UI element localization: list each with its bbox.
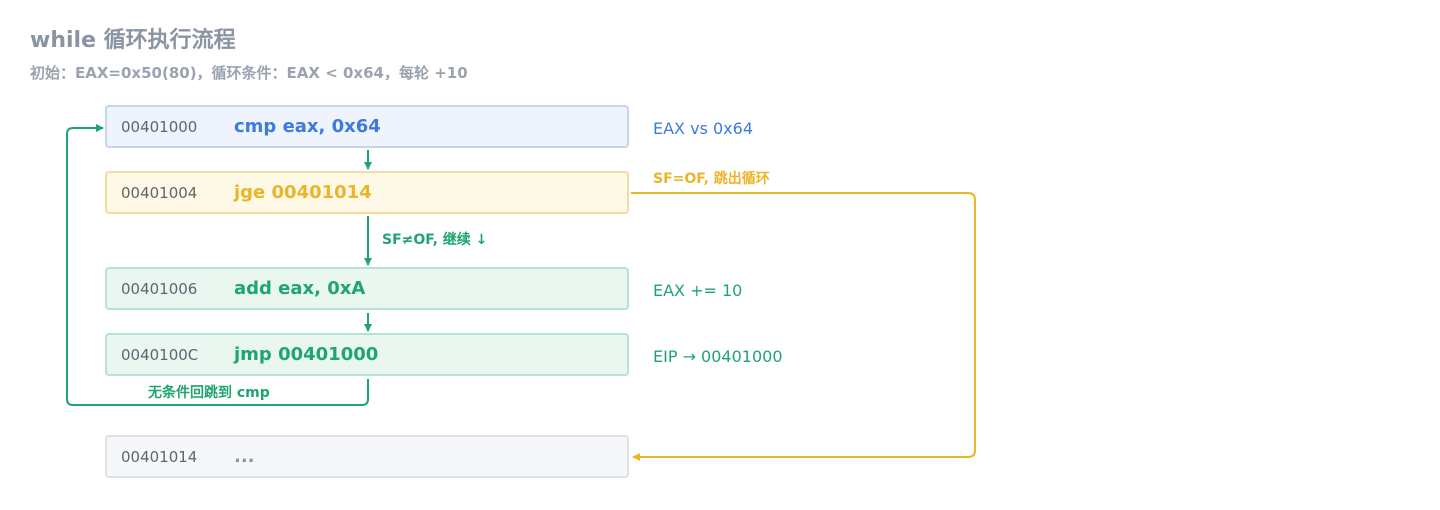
instruction-text: jmp 00401000 (234, 344, 379, 365)
instruction-text: add eax, 0xA (234, 278, 366, 299)
exit-edge-label: SF=OF, 跳出循环 (653, 171, 770, 187)
arrow-exit-loop (631, 192, 976, 461)
instruction-block-exit: 00401014 ... (105, 435, 629, 478)
address-label: 00401014 (121, 448, 198, 466)
instruction-block-add: 00401006 add eax, 0xA (105, 267, 629, 310)
address-label: 0040100C (121, 346, 199, 364)
annotation-cmp: EAX vs 0x64 (653, 119, 753, 138)
instruction-block-cmp: 00401000 cmp eax, 0x64 (105, 105, 629, 148)
annotation-jmp: EIP → 00401000 (653, 347, 783, 366)
arrow-loop-back (66, 124, 369, 406)
continue-edge-label: SF≠OF, 继续 ↓ (382, 232, 488, 248)
address-label: 00401004 (121, 184, 198, 202)
diagram-subtitle: 初始：EAX=0x50(80)，循环条件：EAX < 0x64，每轮 +10 (30, 64, 468, 82)
instruction-block-jge: 00401004 jge 00401014 (105, 171, 629, 214)
instruction-text: cmp eax, 0x64 (234, 116, 381, 137)
instruction-block-jmp: 0040100C jmp 00401000 (105, 333, 629, 376)
annotation-add: EAX += 10 (653, 281, 743, 300)
loop-back-edge-label: 无条件回跳到 cmp (148, 385, 270, 401)
instruction-text: ... (234, 446, 255, 467)
address-label: 00401006 (121, 280, 198, 298)
diagram-title: while 循环执行流程 (30, 28, 236, 53)
instruction-text: jge 00401014 (234, 182, 372, 203)
address-label: 00401000 (121, 118, 198, 136)
